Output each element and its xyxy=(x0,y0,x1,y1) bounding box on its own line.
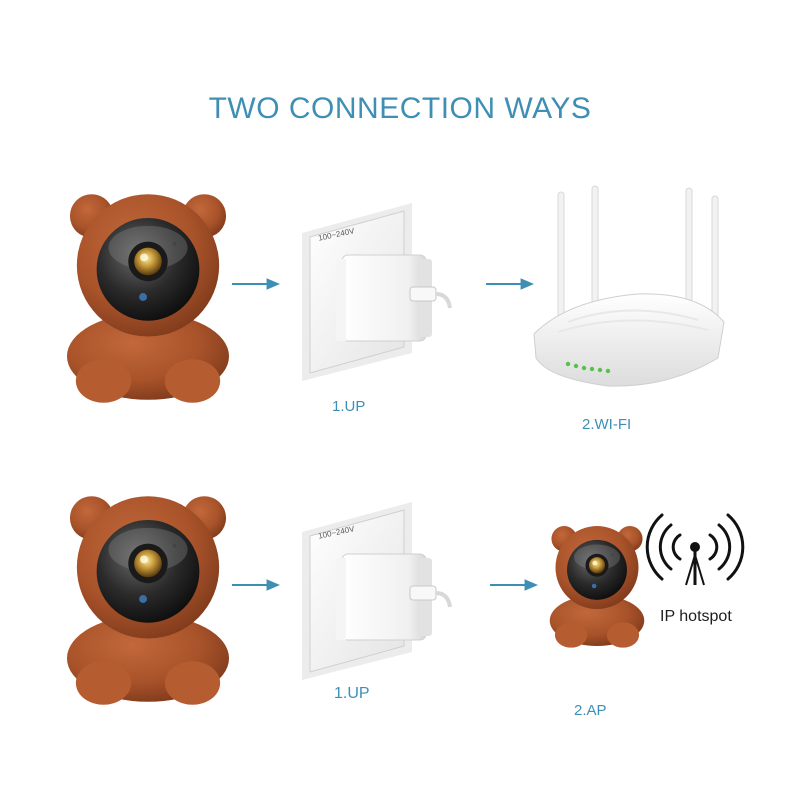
bear-camera-icon xyxy=(64,490,232,708)
arrow-right-icon xyxy=(490,578,538,592)
arrow-right-icon xyxy=(486,277,534,291)
ip-hotspot-label: IP hotspot xyxy=(660,608,732,625)
page-title: TWO CONNECTION WAYS xyxy=(208,92,592,125)
bear-camera-icon xyxy=(548,522,646,650)
step2-label: 2.AP xyxy=(574,702,607,719)
step1-label: 1.UP xyxy=(334,685,370,702)
step2-label: 2.WI-FI xyxy=(582,416,632,433)
bear-camera-icon xyxy=(64,188,232,406)
arrow-right-icon xyxy=(232,277,280,291)
power-adapter-icon xyxy=(292,502,452,682)
arrow-right-icon xyxy=(232,578,280,592)
ip-hotspot-icon xyxy=(645,513,745,586)
power-adapter-icon xyxy=(292,203,452,383)
step1-label: 1.UP xyxy=(332,398,366,415)
wifi-router-icon xyxy=(533,185,725,387)
